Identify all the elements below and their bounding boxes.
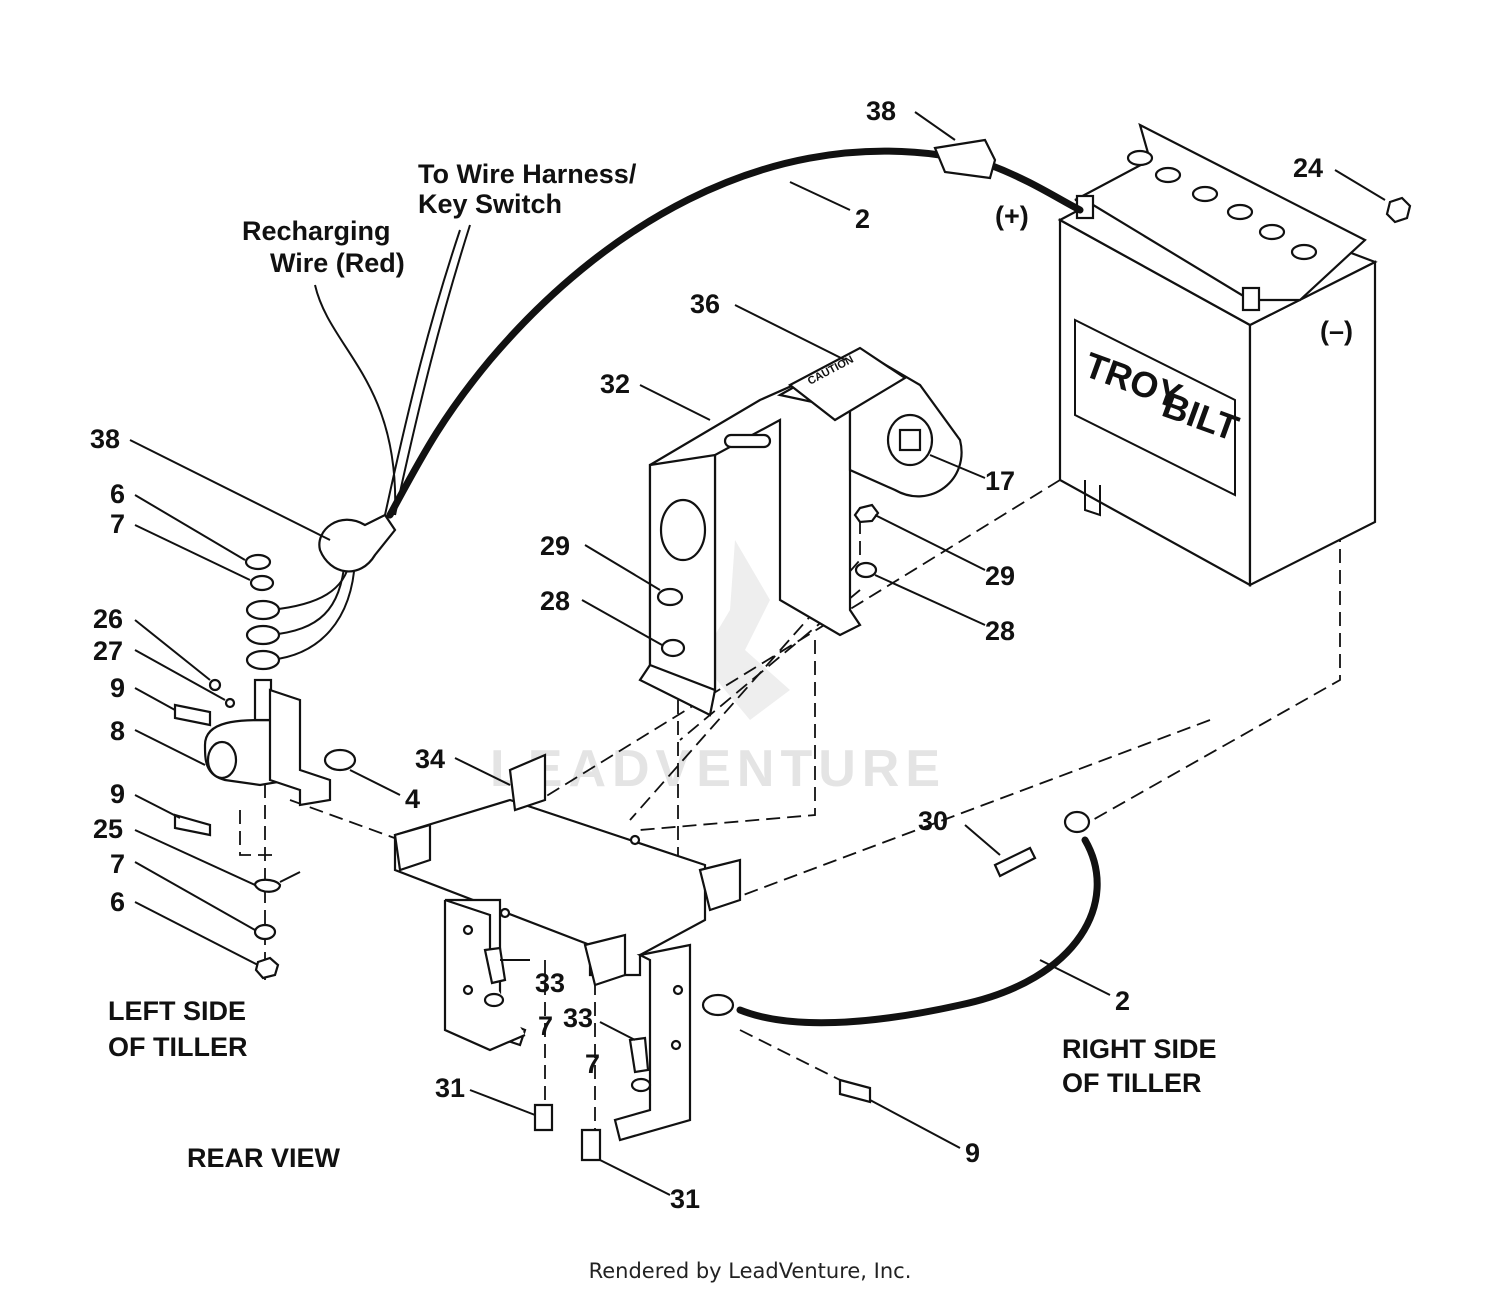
callout-33-b: 33 (563, 1003, 593, 1033)
callout-8: 8 (110, 716, 125, 746)
positive-cable (386, 138, 1084, 519)
callout-38-left: 38 (90, 424, 120, 454)
bolt-9-c (838, 1078, 872, 1104)
callout-24: 24 (1293, 153, 1323, 183)
tray-hardware (483, 846, 1037, 1162)
caution-decal (787, 346, 908, 422)
callout-26: 26 (93, 604, 123, 634)
ground-cable (701, 810, 1101, 1027)
callout-29-left: 29 (540, 531, 570, 561)
callout-25: 25 (93, 814, 123, 844)
callout-30: 30 (918, 806, 948, 836)
battery: TROY BILT (1057, 122, 1378, 587)
callout-28-right: 28 (985, 616, 1015, 646)
callout-6-top: 6 (110, 479, 125, 509)
solenoid-wires (269, 224, 471, 661)
label-negative: (–) (1320, 316, 1353, 346)
callout-7-mid: 7 (538, 1011, 553, 1041)
label-recharging-line1: Recharging (242, 216, 391, 246)
callout-31-b: 31 (670, 1184, 700, 1214)
callout-34: 34 (415, 744, 445, 774)
callout-38-top: 38 (866, 96, 896, 126)
callout-31-a: 31 (435, 1073, 465, 1103)
negative-terminal (1241, 286, 1261, 312)
label-positive: (+) (995, 201, 1029, 231)
callout-6-bottom: 6 (110, 887, 125, 917)
callout-33-a: 33 (535, 968, 565, 998)
label-wire-harness-line2: Key Switch (418, 189, 562, 219)
bracket-4 (268, 688, 332, 807)
callout-7-top: 7 (110, 509, 125, 539)
bolt-9-a (173, 703, 212, 727)
callout-numbers: 38 2 24 36 32 17 38 6 7 29 28 29 28 26 2… (90, 96, 1323, 1214)
watermark: LEADVENTURE (490, 540, 946, 798)
bolt-9-b (173, 813, 212, 837)
nut-24 (1385, 196, 1412, 224)
callout-17: 17 (985, 466, 1015, 496)
solenoid-hardware (208, 553, 281, 709)
leader-lines (129, 111, 1386, 1196)
callout-9-b: 9 (110, 779, 125, 809)
callout-7-low: 7 (585, 1049, 600, 1079)
label-rear-view: REAR VIEW (187, 1143, 341, 1173)
footer-credit: Rendered by LeadVenture, Inc. (589, 1259, 912, 1283)
callout-29-right: 29 (985, 561, 1015, 591)
label-right-side-line2: OF TILLER (1062, 1068, 1201, 1098)
callout-7-bottom: 7 (110, 849, 125, 879)
callout-28-left: 28 (540, 586, 570, 616)
callout-9-a: 9 (110, 673, 125, 703)
bolt-33-b (628, 1036, 650, 1074)
battery-caps (1126, 149, 1318, 261)
label-recharging-line2: Wire (Red) (270, 248, 405, 278)
callout-2-top: 2 (855, 204, 870, 234)
bolt-33-a (483, 946, 507, 985)
switch-bracket: CAUTION (638, 346, 963, 717)
callout-4: 4 (405, 784, 420, 814)
cable-boot-left (318, 513, 397, 573)
callout-9-c: 9 (965, 1138, 980, 1168)
battery-tray (393, 753, 742, 1142)
solenoid (173, 678, 357, 980)
bolt-30 (993, 846, 1037, 878)
callout-36: 36 (690, 289, 720, 319)
label-wire-harness-line1: To Wire Harness/ (418, 159, 637, 189)
label-left-side-line1: LEFT SIDE (108, 996, 246, 1026)
label-left-side-line2: OF TILLER (108, 1032, 247, 1062)
bolt-31-b (580, 1128, 602, 1162)
cable-boot-top (933, 138, 997, 180)
callout-27: 27 (93, 636, 123, 666)
diagram-labels: To Wire Harness/ Key Switch Recharging W… (108, 159, 1353, 1173)
callout-32: 32 (600, 369, 630, 399)
label-right-side-line1: RIGHT SIDE (1062, 1034, 1217, 1064)
bolt-31-a (533, 1103, 554, 1132)
callout-2-bottom: 2 (1115, 986, 1130, 1016)
lock-washer-25 (253, 878, 282, 893)
watermark-text: LEADVENTURE (490, 740, 946, 798)
